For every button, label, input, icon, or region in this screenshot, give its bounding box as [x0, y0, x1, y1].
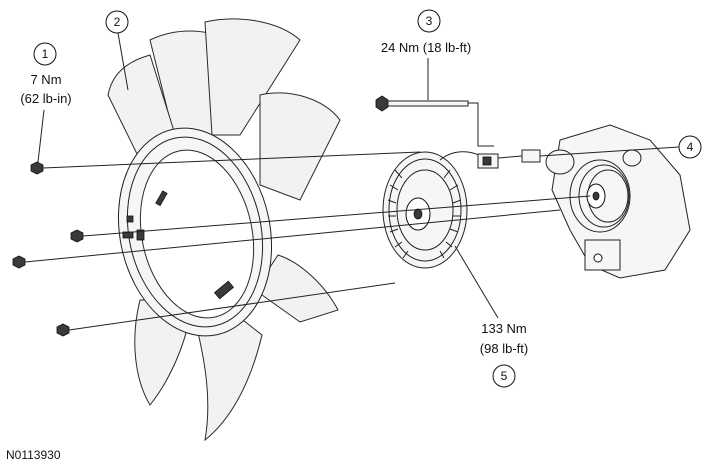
fan-clutch-fins-mid [396, 169, 454, 251]
fan-blade-top [204, 18, 301, 136]
assembly-line-4 [68, 282, 396, 331]
harness-connector [521, 149, 541, 163]
callout-2-circle [105, 10, 129, 34]
fan-blade-right [259, 92, 341, 201]
fan-clutch-fin-lines [387, 169, 462, 259]
pump-bracket-bottom [584, 239, 621, 271]
fan-nut-4 [56, 323, 70, 337]
fan-ring-marking-4 [213, 280, 235, 300]
fan-ring-marking-2 [136, 229, 145, 241]
pump-bolt-hole [593, 253, 603, 263]
fan-clutch-fins-outer [388, 158, 462, 262]
callout-3: 3 24 Nm (18 lb-ft) [381, 9, 471, 100]
fan-nut-3 [12, 255, 26, 269]
fan-hub-ring-edge [126, 136, 264, 328]
shroud-bolt-shank [387, 100, 469, 107]
fan-nuts [12, 161, 84, 337]
callout-1-number: 1 [42, 47, 49, 61]
callout-5-torque-imperial: (98 lb-ft) [480, 341, 528, 356]
callout-4-leader [539, 146, 680, 157]
callout-5-leader [454, 245, 499, 319]
callout-4-number: 4 [687, 140, 694, 154]
fan-ring-marking-3 [126, 215, 134, 223]
idler-pulley-right [622, 149, 642, 167]
assembly-line-1 [42, 151, 421, 169]
callout-5-circle [492, 364, 516, 388]
fan-clutch-center-hole [413, 208, 423, 220]
cooling-fan-blade [107, 18, 341, 442]
pulley-groove-1 [578, 164, 630, 228]
assembly-line-3 [24, 209, 561, 263]
callout-5-torque-nm: 133 Nm [481, 321, 527, 336]
fan-blade-bottom [194, 309, 263, 442]
callout-3-torque: 24 Nm (18 lb-ft) [381, 40, 471, 55]
callout-1-circle [33, 42, 57, 66]
callout-3-circle [417, 9, 441, 33]
callout-5: 133 Nm (98 lb-ft) 5 [454, 245, 528, 388]
assembly-lines [24, 102, 591, 331]
fan-ring-marking-5 [155, 190, 168, 207]
water-pump-pulley-assembly [497, 124, 691, 279]
callout-2: 2 [105, 10, 129, 91]
callout-1: 1 7 Nm (62 lb-in) [20, 42, 72, 163]
assembly-line-bolt [468, 102, 494, 147]
shroud-bolt [375, 95, 469, 112]
fan-clutch-connector-tab [482, 156, 492, 166]
pulley-hub-center [592, 191, 600, 201]
callout-1-leader [37, 109, 45, 163]
callout-1-torque-imperial: (62 lb-in) [20, 91, 71, 106]
callout-4: 4 [539, 135, 702, 159]
fan-clutch [382, 151, 499, 269]
callout-2-leader [117, 32, 129, 91]
idler-pulley-left [545, 149, 575, 175]
callout-3-number: 3 [426, 14, 433, 28]
callout-1-torque-nm: 7 Nm [30, 72, 61, 87]
callout-2-number: 2 [114, 15, 121, 29]
fan-blade-lower-right [254, 254, 339, 323]
callout-5-number: 5 [501, 369, 508, 383]
assembly-line-2 [82, 195, 591, 237]
harness-wire [497, 155, 523, 159]
shroud-bolt-head [375, 95, 389, 112]
fan-nut-1 [30, 161, 44, 175]
figure-id: N0113930 [6, 448, 61, 462]
fan-nut-2 [70, 229, 84, 243]
